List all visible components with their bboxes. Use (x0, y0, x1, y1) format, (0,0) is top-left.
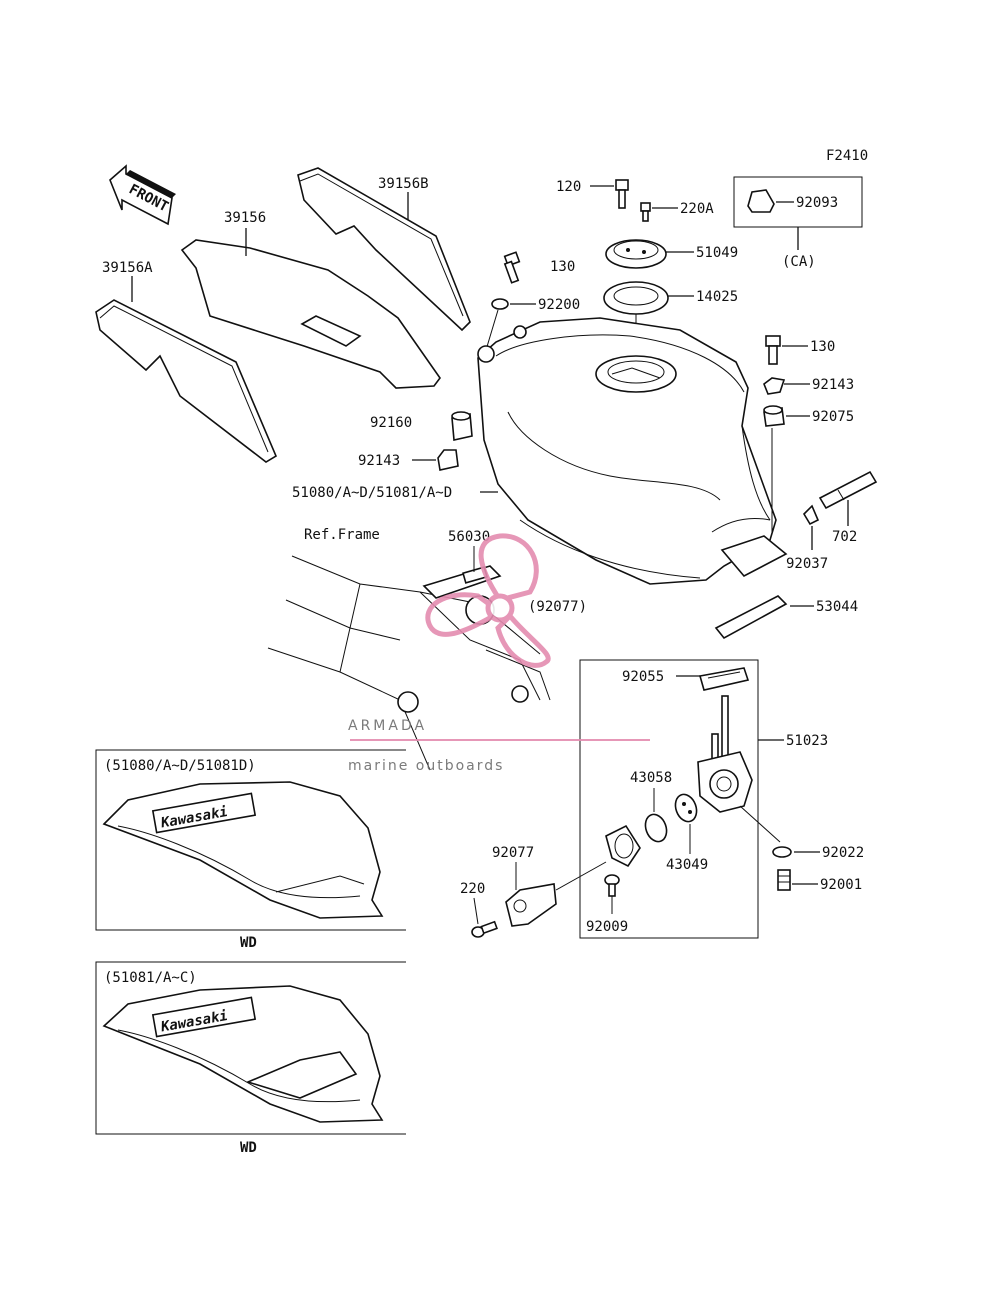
fuel-cock-body (697, 695, 753, 813)
figure-code: F2410 (826, 148, 868, 164)
label-220A: 220A (680, 201, 714, 217)
label-92093: 92093 (796, 195, 838, 211)
label-39156: 39156 (224, 210, 266, 226)
fuel-tank-51080 (477, 317, 788, 585)
inset-bottom: (51081/A~C) Kawasaki WD (95, 961, 406, 1156)
label-92037: 92037 (786, 556, 828, 572)
label-130-right: 130 (810, 339, 835, 355)
label-120: 120 (556, 179, 581, 195)
label-92200: 92200 (538, 297, 580, 313)
inset-bottom-caption: WD (240, 1140, 257, 1156)
hose-702 (818, 470, 878, 510)
label-702: 702 (832, 529, 857, 545)
label-39156A: 39156A (102, 260, 153, 276)
grommet-92160 (451, 411, 473, 441)
label-92077: 92077 (492, 845, 534, 861)
label-CA: (CA) (782, 254, 816, 270)
label-92001: 92001 (820, 877, 862, 893)
ring-14025 (603, 281, 669, 315)
inset-top-caption: WD (240, 935, 257, 951)
propeller-logo-icon (425, 533, 551, 668)
front-arrow-icon: FRONT (109, 164, 176, 226)
damper-92075 (763, 405, 785, 427)
knob-92077 (505, 861, 607, 927)
screw-92009 (604, 874, 620, 897)
label-92009: 92009 (586, 919, 628, 935)
watermark-brand: ARMADA (348, 718, 427, 734)
ref-frame-label: Ref.Frame (304, 527, 380, 543)
label-51049: 51049 (696, 245, 738, 261)
label-92143-left: 92143 (358, 453, 400, 469)
box-51023 (579, 659, 759, 939)
label-51023: 51023 (786, 733, 828, 749)
label-56030: 56030 (448, 529, 490, 545)
reference-frame (267, 555, 551, 771)
label-130-left: 130 (550, 259, 575, 275)
label-92077-ref: (92077) (528, 599, 587, 615)
plate-39156 (180, 239, 441, 389)
plate-39156A (95, 299, 278, 463)
inset-top: (51080/A~D/51081D) Kawasaki WD (95, 749, 406, 951)
watermark-tagline: marine outboards (348, 758, 504, 774)
clip-92037 (802, 504, 820, 526)
screw-220A (640, 202, 651, 222)
bracket-53044 (714, 595, 788, 640)
cap-92093 (747, 189, 775, 213)
label-14025: 14025 (696, 289, 738, 305)
lever-plate (605, 824, 641, 868)
label-220: 220 (460, 881, 485, 897)
label-39156B: 39156B (378, 176, 429, 192)
filter-43049 (674, 793, 698, 823)
label-51080: 51080/A~D/51081/A~D (292, 485, 452, 501)
gasket-92055 (698, 667, 750, 691)
oring-43058 (644, 813, 668, 843)
inset-top-title: (51080/A~D/51081D) (104, 758, 256, 774)
collar-92143-left (437, 449, 459, 471)
inset-bottom-title: (51081/A~C) (104, 970, 197, 986)
washer-92200 (491, 298, 509, 310)
cap-51049 (605, 239, 667, 269)
label-92055: 92055 (622, 669, 664, 685)
bolt-92001 (777, 869, 791, 891)
label-92075: 92075 (812, 409, 854, 425)
screw-120 (615, 179, 629, 209)
label-53044: 53044 (816, 599, 858, 615)
screw-220 (471, 920, 498, 938)
label-92160: 92160 (370, 415, 412, 431)
label-92022: 92022 (822, 845, 864, 861)
armada-watermark: ARMADA marine outboards (348, 533, 650, 774)
label-43049: 43049 (666, 857, 708, 873)
plate-39156B (297, 167, 471, 332)
label-92143-right: 92143 (812, 377, 854, 393)
washer-92022 (772, 846, 792, 858)
label-43058: 43058 (630, 770, 672, 786)
bolt-130-left (503, 251, 521, 284)
bolt-130-right (765, 335, 781, 365)
collar-92143-right (763, 377, 786, 395)
